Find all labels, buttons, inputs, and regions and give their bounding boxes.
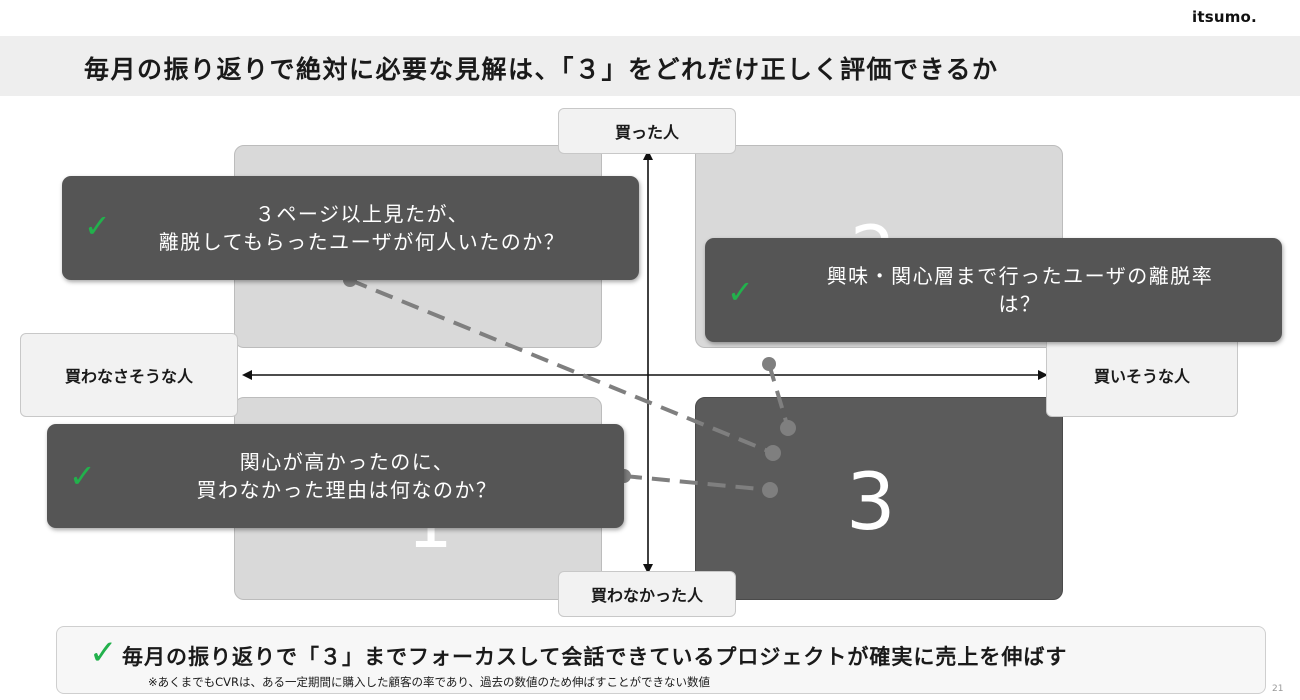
connector-2-start-dot <box>762 357 776 371</box>
summary-footnote: ※あくまでもCVRは、ある一定期間に購入した顧客の率であり、過去の数値のため伸ば… <box>148 675 710 689</box>
callout-line: 買わなかった理由は何なのか？ <box>196 478 498 502</box>
callout-text: 関心が高かったのに、 買わなかった理由は何なのか？ <box>117 448 577 504</box>
green-check-icon: ✓ <box>727 273 754 311</box>
quadrant-number-3: 3 <box>846 458 896 548</box>
callout-line: 関心が高かったのに、 <box>239 450 455 474</box>
callout-top-right: ✓ 興味・関心層まで行ったユーザの離脱率 は？ <box>705 238 1282 342</box>
axis-label-bottom: 買わなかった人 <box>558 571 736 617</box>
connector-2 <box>767 363 790 429</box>
title-band <box>0 36 1300 96</box>
callout-bottom-left: ✓ 関心が高かったのに、 買わなかった理由は何なのか？ <box>47 424 624 528</box>
summary-box <box>56 626 1266 694</box>
summary-headline: 毎月の振り返りで「３」までフォーカスして会話できているプロジェクトが確実に売上を… <box>122 645 1068 669</box>
callout-line: ３ページ以上見たが、 <box>254 202 470 226</box>
callout-top-left: ✓ ３ページ以上見たが、 離脱してもらったユーザが何人いたのか？ <box>62 176 639 280</box>
connector-2-end-dot <box>780 420 796 436</box>
axis-label-top: 買った人 <box>558 108 736 154</box>
callout-text: 興味・関心層まで行ったユーザの離脱率 は？ <box>785 262 1255 318</box>
quadrant-bottom-right: 3 <box>695 397 1063 600</box>
connector-1 <box>349 278 774 455</box>
connector-3-end-dot <box>762 482 778 498</box>
callout-text: ３ページ以上見たが、 離脱してもらったユーザが何人いたのか？ <box>122 200 602 256</box>
brand-logo: itsumo. <box>1192 8 1257 26</box>
green-check-icon: ✓ <box>84 207 111 245</box>
axis-label-left: 買わなさそうな人 <box>20 333 238 417</box>
callout-line: 興味・関心層まで行ったユーザの離脱率 <box>826 264 1214 288</box>
connector-1-end-dot <box>765 445 781 461</box>
callout-line: 離脱してもらったユーザが何人いたのか？ <box>158 230 566 254</box>
green-check-icon: ✓ <box>69 457 96 495</box>
callout-line: は？ <box>998 292 1042 316</box>
green-check-icon: ✓ <box>89 633 118 673</box>
connector-3 <box>623 474 771 492</box>
page-number: 21 <box>1272 684 1284 694</box>
axis-label-right: 買いそうな人 <box>1046 333 1238 417</box>
slide-title: 毎月の振り返りで絶対に必要な見解は、「３」をどれだけ正しく評価できるか <box>84 55 999 84</box>
